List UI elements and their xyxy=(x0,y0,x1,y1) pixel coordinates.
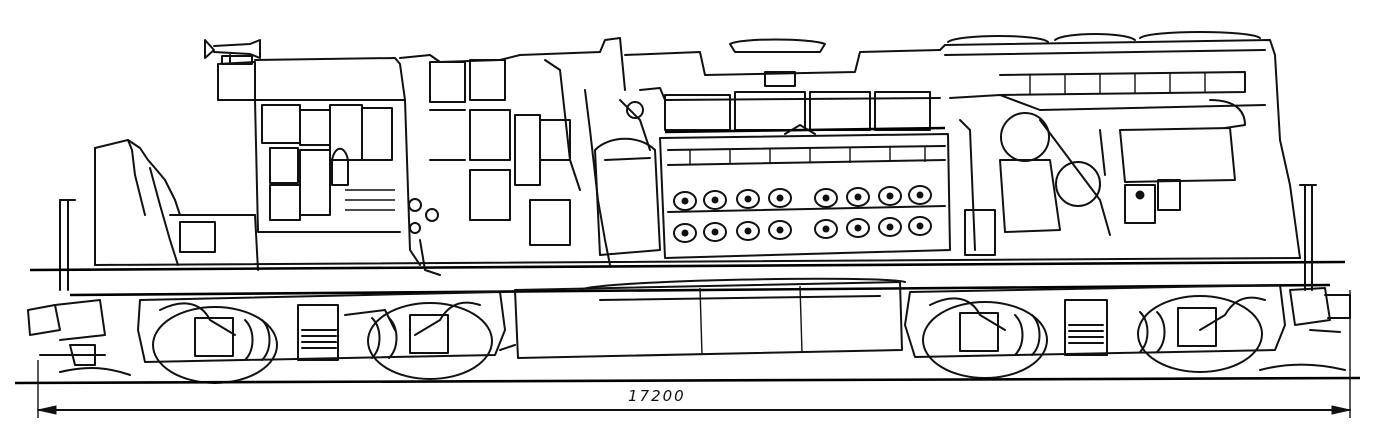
cylinder-ports-lower xyxy=(673,216,932,243)
front-coupler xyxy=(27,299,106,366)
rear-hood xyxy=(939,31,1301,259)
driver-cab xyxy=(217,55,406,233)
dimension-line xyxy=(37,290,1351,418)
cylinder-ports-upper xyxy=(673,185,932,211)
overall-length-label: 17200 xyxy=(628,387,686,405)
front-hood xyxy=(59,139,259,291)
rear-bogie xyxy=(904,284,1286,379)
rail-line xyxy=(14,363,1361,385)
rear-coupler xyxy=(1289,287,1351,333)
auxiliary-machines xyxy=(959,112,1181,256)
front-bogie xyxy=(137,291,506,384)
traction-generator xyxy=(594,99,661,256)
roof-hatches-center xyxy=(624,38,941,101)
fuel-tank xyxy=(499,277,906,359)
equipment-compartment xyxy=(399,37,626,276)
diesel-engine xyxy=(659,91,951,259)
